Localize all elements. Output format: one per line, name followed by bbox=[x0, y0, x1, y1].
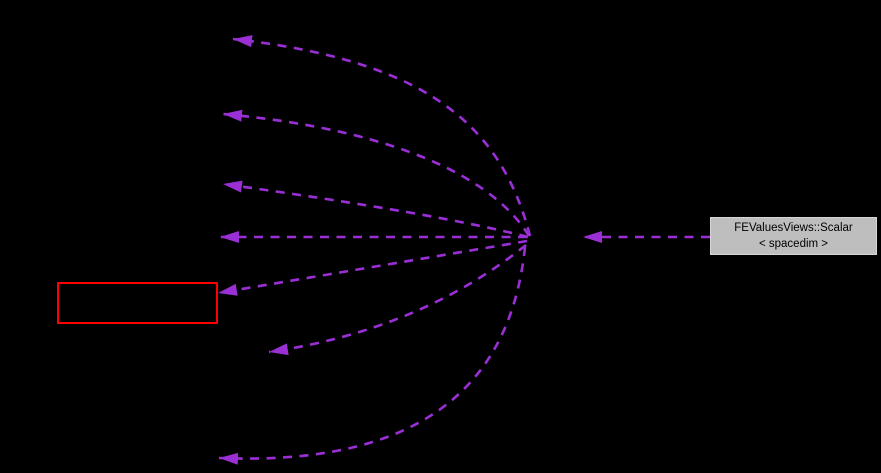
usage-edge-top-1 bbox=[232, 35, 532, 237]
usage-edge-to-red-node bbox=[217, 239, 528, 296]
usage-edge-bottom-2 bbox=[218, 246, 527, 465]
node-highlighted-red[interactable] bbox=[57, 282, 218, 324]
node-fevaluesviews-scalar[interactable]: FEValuesViews::Scalar < spacedim > bbox=[710, 217, 877, 255]
usage-edge-bottom-1 bbox=[268, 243, 527, 356]
main-node-label-line1: FEValuesViews::Scalar bbox=[734, 222, 853, 234]
usage-edge-top-2 bbox=[222, 109, 531, 237]
usage-edge-top-3 bbox=[222, 180, 529, 239]
main-node-label-line2: < spacedim > bbox=[758, 238, 829, 250]
